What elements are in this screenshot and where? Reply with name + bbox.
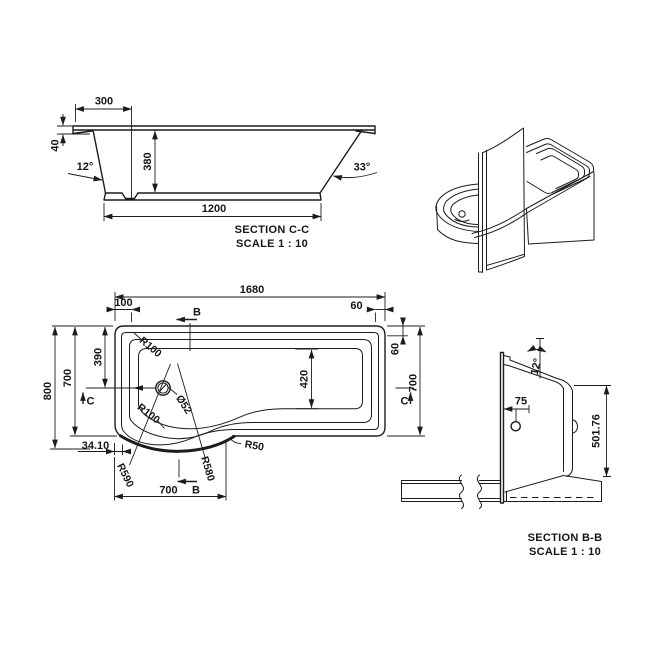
plan-section-b-label-top: B — [193, 307, 201, 319]
bb-ext-lines — [574, 385, 611, 477]
cc-dim-40: 40 — [50, 139, 62, 151]
section-cc-title: SECTION C-C — [235, 224, 310, 236]
plan-view: 1680 100 60 B 390 700 800 C 60 700 C — [42, 284, 425, 501]
cc-ext-line — [57, 125, 90, 135]
bb-floor-bar — [401, 480, 501, 502]
bb-screen-panel — [499, 351, 505, 504]
plan-centre-arrow — [133, 385, 143, 391]
bb-overflow-hole — [510, 420, 522, 432]
iso-screen-outline — [482, 127, 525, 271]
plan-r100-top: R100 — [137, 335, 164, 360]
iso-waste-fitting — [458, 210, 466, 218]
iso-screen-post — [478, 150, 487, 273]
bb-dim-50176: 501.76 — [591, 414, 603, 448]
cc-rim-profile — [72, 125, 376, 135]
bb-dim-75: 75 — [515, 396, 527, 408]
bb-floor-slope — [504, 475, 564, 493]
plan-waste-outer — [155, 380, 171, 396]
iso-waste-recess — [454, 219, 470, 222]
plan-section-c-label-right: C — [401, 396, 409, 408]
plan-r590-leader — [129, 363, 171, 466]
iso-rim-far-outer — [526, 138, 594, 172]
plan-dia52: Ø52 — [173, 393, 194, 416]
plan-r100-lower-leader — [156, 419, 165, 429]
plan-dim-3410: 34.10 — [82, 440, 110, 452]
plan-dim-100: 100 — [114, 297, 132, 309]
plan-r50-leader — [229, 437, 242, 444]
plan-dim-420: 420 — [299, 370, 311, 388]
plan-r580: R580 — [198, 455, 217, 483]
iso-left-skirt — [436, 205, 479, 244]
cc-dim-1200: 1200 — [202, 203, 226, 215]
plan-section-c-label-left: C — [87, 396, 95, 408]
plan-r590: R590 — [114, 462, 136, 490]
isometric-view — [435, 127, 595, 273]
plan-dia52-leader — [168, 387, 178, 395]
plan-r100-top-leader — [133, 332, 142, 340]
plan-dim-700-left: 700 — [62, 369, 74, 387]
cc-dim-380: 380 — [142, 152, 154, 170]
plan-dim-390: 390 — [93, 348, 105, 366]
plan-dim-700-bottom: 700 — [159, 485, 177, 497]
section-cc-scale: SCALE 1 : 10 — [236, 238, 308, 250]
plan-r50: R50 — [244, 438, 265, 453]
iso-front-skirt — [526, 171, 595, 245]
bb-break-symbol — [458, 474, 482, 509]
plan-dim-700-right: 700 — [408, 374, 420, 392]
bb-dim-75-leader — [515, 405, 530, 422]
plan-dim-1680: 1680 — [240, 284, 264, 296]
section-bb-title: SECTION B-B — [528, 532, 603, 544]
bb-angle-12: 12° — [529, 357, 544, 376]
cc-angle-12: 12° — [77, 161, 94, 173]
cc-angle-33-leader — [333, 172, 378, 181]
iso-rim-far-inner — [526, 143, 590, 195]
cc-walls-profile — [92, 129, 363, 194]
section-bb-scale: SCALE 1 : 10 — [529, 546, 601, 558]
plan-dim-60-top: 60 — [350, 300, 362, 312]
plan-screen-curve — [119, 434, 236, 453]
cc-dim-300: 300 — [95, 96, 113, 108]
cc-angle-33: 33° — [354, 162, 371, 174]
cc-angle-12-leader — [67, 173, 103, 182]
iso-screen-bottom-edge — [486, 254, 524, 266]
plan-r580-leader — [177, 363, 206, 460]
plan-floor-outline — [138, 348, 363, 430]
iso-basin-opening — [526, 147, 585, 194]
plan-waste-slot — [159, 383, 167, 392]
plan-basin-outline — [129, 339, 372, 440]
cc-floor-profile — [103, 192, 322, 201]
plan-ext-lines-420 — [295, 348, 318, 410]
iso-basin-floor-edge — [540, 155, 579, 189]
section-bb-view: 12° 75 501.76 SECTION B-B SCALE 1 : 10 — [401, 338, 611, 558]
bb-base-plinth — [503, 475, 602, 502]
plan-dim-800: 800 — [42, 382, 54, 400]
iso-near-rim-edges — [471, 176, 591, 238]
plan-section-b-label-bottom: B — [192, 485, 200, 497]
plan-dim-60-right: 60 — [390, 343, 402, 355]
bb-rim-profile — [503, 355, 573, 477]
iso-left-rim — [435, 183, 479, 232]
plan-rim-inner-outline — [121, 332, 379, 446]
plan-ext-lines-top — [114, 292, 386, 322]
bb-angle-arc — [527, 345, 547, 353]
plan-ext-lines-right — [387, 325, 425, 437]
bb-overflow-boss — [572, 419, 578, 434]
section-cc-view: 300 40 12° 33° 380 1200 SECTION C-C SCAL… — [50, 96, 378, 250]
plan-ext-lines-left — [50, 325, 117, 450]
plan-outer-outline — [114, 325, 386, 438]
